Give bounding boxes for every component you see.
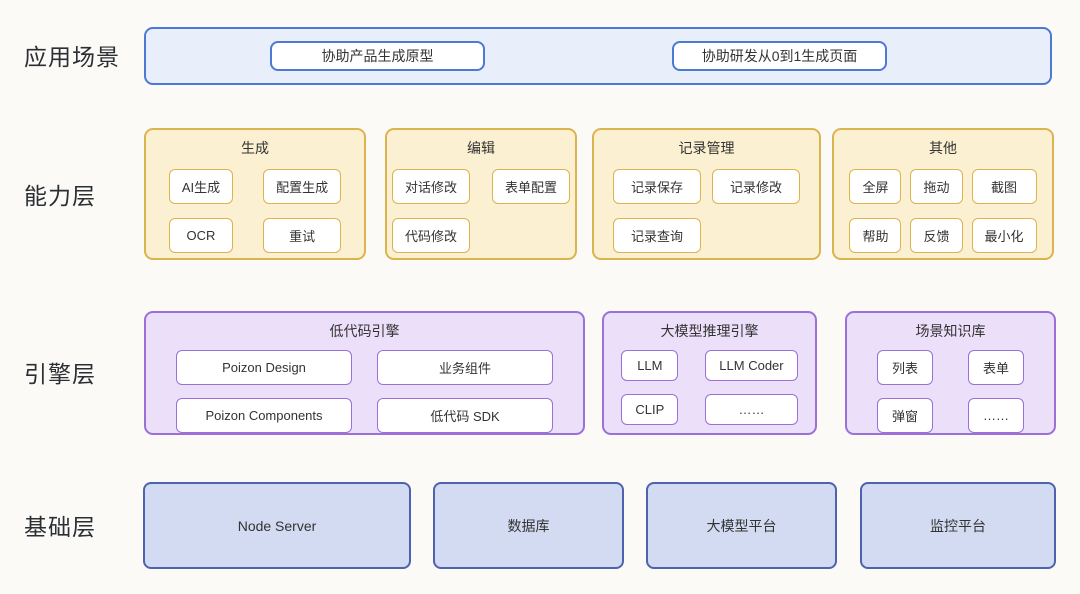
group-title-llm-inference: 大模型推理引擎 (660, 323, 759, 339)
pill-clip: CLIP (621, 394, 679, 425)
pill-ai-generate: AI生成 (168, 169, 234, 204)
pill-kb-more: …… (968, 398, 1025, 433)
engine-group-lowcode: 低代码引擎 Poizon Design 业务组件 Poizon Componen… (144, 311, 585, 435)
knowledge-base-grid: 列表 表单 弹窗 …… (847, 350, 1054, 433)
pill-screenshot: 截图 (971, 169, 1037, 204)
pill-retry: 重试 (263, 218, 342, 253)
layer-label-engine: 引擎层 (24, 361, 96, 387)
group-title-other: 其他 (929, 140, 957, 156)
pill-business-components: 业务组件 (377, 350, 553, 385)
layer-label-capability: 能力层 (24, 183, 96, 209)
capability-group-other: 其他 全屏 拖动 截图 帮助 反馈 最小化 (832, 128, 1054, 260)
group-title-records: 记录管理 (678, 140, 735, 156)
lowcode-grid: Poizon Design 业务组件 Poizon Components 低代码… (146, 350, 583, 433)
capability-group-records: 记录管理 记录保存 记录修改 记录查询 (592, 128, 821, 260)
records-grid: 记录保存 记录修改 记录查询 (594, 169, 819, 253)
other-grid: 全屏 拖动 截图 帮助 反馈 最小化 (834, 169, 1052, 253)
pill-form-config: 表单配置 (492, 169, 571, 204)
capability-group-generate: 生成 AI生成 配置生成 OCR 重试 (144, 128, 366, 260)
generate-grid: AI生成 配置生成 OCR 重试 (146, 169, 364, 253)
box-llm-platform: 大模型平台 (646, 482, 837, 569)
pill-llm-more: …… (705, 394, 798, 425)
pill-record-edit: 记录修改 (712, 169, 801, 204)
pill-list: 列表 (876, 350, 933, 385)
pill-fullscreen: 全屏 (849, 169, 902, 204)
box-database: 数据库 (433, 482, 624, 569)
pill-llm: LLM (621, 350, 679, 381)
pill-modal: 弹窗 (876, 398, 933, 433)
layer-label-scenario: 应用场景 (24, 44, 120, 70)
pill-dialog-edit: 对话修改 (391, 169, 470, 204)
edit-grid: 对话修改 表单配置 代码修改 (387, 169, 575, 253)
pill-poizon-components: Poizon Components (176, 398, 352, 433)
group-title-knowledge-base: 场景知识库 (915, 323, 986, 339)
box-monitor-platform: 监控平台 (860, 482, 1056, 569)
scenario-item-product-prototype: 协助产品生成原型 (270, 41, 485, 71)
group-title-edit: 编辑 (467, 140, 495, 156)
box-node-server: Node Server (143, 482, 411, 569)
engine-group-llm-inference: 大模型推理引擎 LLM LLM Coder CLIP …… (602, 311, 817, 435)
llm-grid: LLM LLM Coder CLIP …… (604, 350, 815, 425)
pill-record-query: 记录查询 (612, 218, 701, 253)
pill-ocr: OCR (168, 218, 234, 253)
pill-config-generate: 配置生成 (263, 169, 342, 204)
scenario-item-dev-page-generation: 协助研发从0到1生成页面 (672, 41, 887, 71)
pill-poizon-design: Poizon Design (176, 350, 352, 385)
pill-record-save: 记录保存 (612, 169, 701, 204)
group-title-generate: 生成 (241, 140, 269, 156)
pill-lowcode-sdk: 低代码 SDK (377, 398, 553, 433)
pill-minimize: 最小化 (971, 218, 1037, 253)
engine-group-knowledge-base: 场景知识库 列表 表单 弹窗 …… (845, 311, 1056, 435)
pill-feedback: 反馈 (910, 218, 963, 253)
layer-label-foundation: 基础层 (24, 514, 96, 540)
capability-group-edit: 编辑 对话修改 表单配置 代码修改 (385, 128, 577, 260)
pill-form: 表单 (968, 350, 1025, 385)
group-title-lowcode-engine: 低代码引擎 (329, 323, 400, 339)
scenario-layer-box: 协助产品生成原型 协助研发从0到1生成页面 (144, 27, 1052, 85)
pill-code-edit: 代码修改 (391, 218, 470, 253)
pill-drag: 拖动 (910, 169, 963, 204)
pill-help: 帮助 (849, 218, 902, 253)
pill-llm-coder: LLM Coder (705, 350, 798, 381)
